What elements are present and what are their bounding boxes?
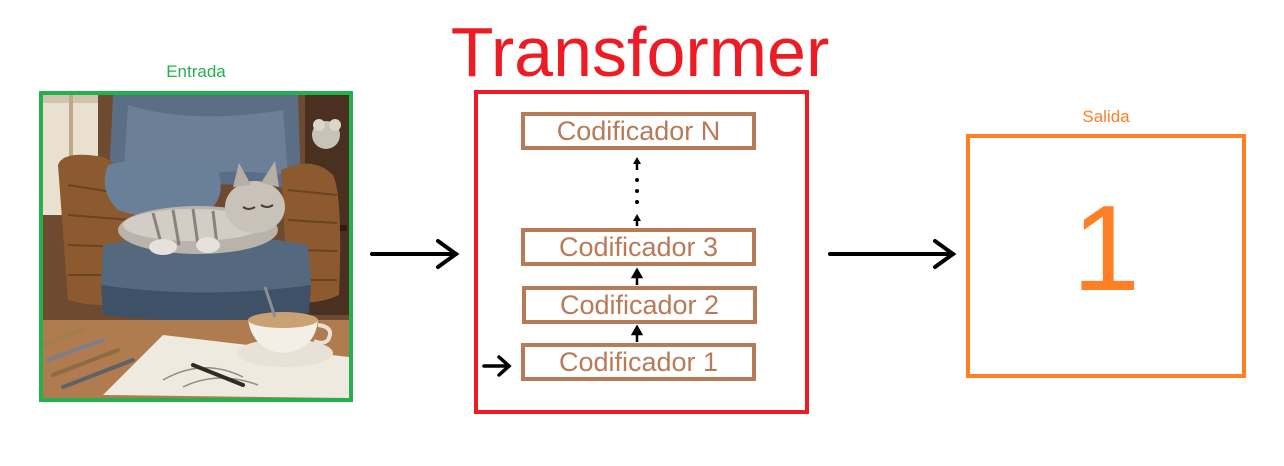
encoder-2: Codificador 2 bbox=[522, 286, 757, 324]
encoder-3-to-n-dotted-arrow bbox=[633, 157, 641, 226]
encoder-2-to-3-arrow bbox=[630, 267, 644, 285]
transformer-title: Transformer bbox=[450, 13, 830, 91]
transformer-to-output-arrow bbox=[828, 239, 957, 269]
encoder-input-arrow bbox=[482, 355, 512, 377]
encoder-n: Codificador N bbox=[521, 112, 756, 150]
output-value: 1 bbox=[1072, 180, 1140, 316]
transformer-block bbox=[474, 90, 809, 414]
output-block bbox=[966, 134, 1246, 378]
encoder-1: Codificador 1 bbox=[521, 343, 756, 381]
encoder-3: Codificador 3 bbox=[521, 228, 756, 266]
kitten-armchair-illustration bbox=[43, 95, 349, 398]
input-to-transformer-arrow bbox=[370, 239, 460, 269]
input-image bbox=[39, 91, 353, 402]
input-label: Entrada bbox=[166, 62, 226, 81]
encoder-1-to-2-arrow bbox=[630, 324, 644, 342]
output-label: Salida bbox=[1082, 107, 1130, 126]
